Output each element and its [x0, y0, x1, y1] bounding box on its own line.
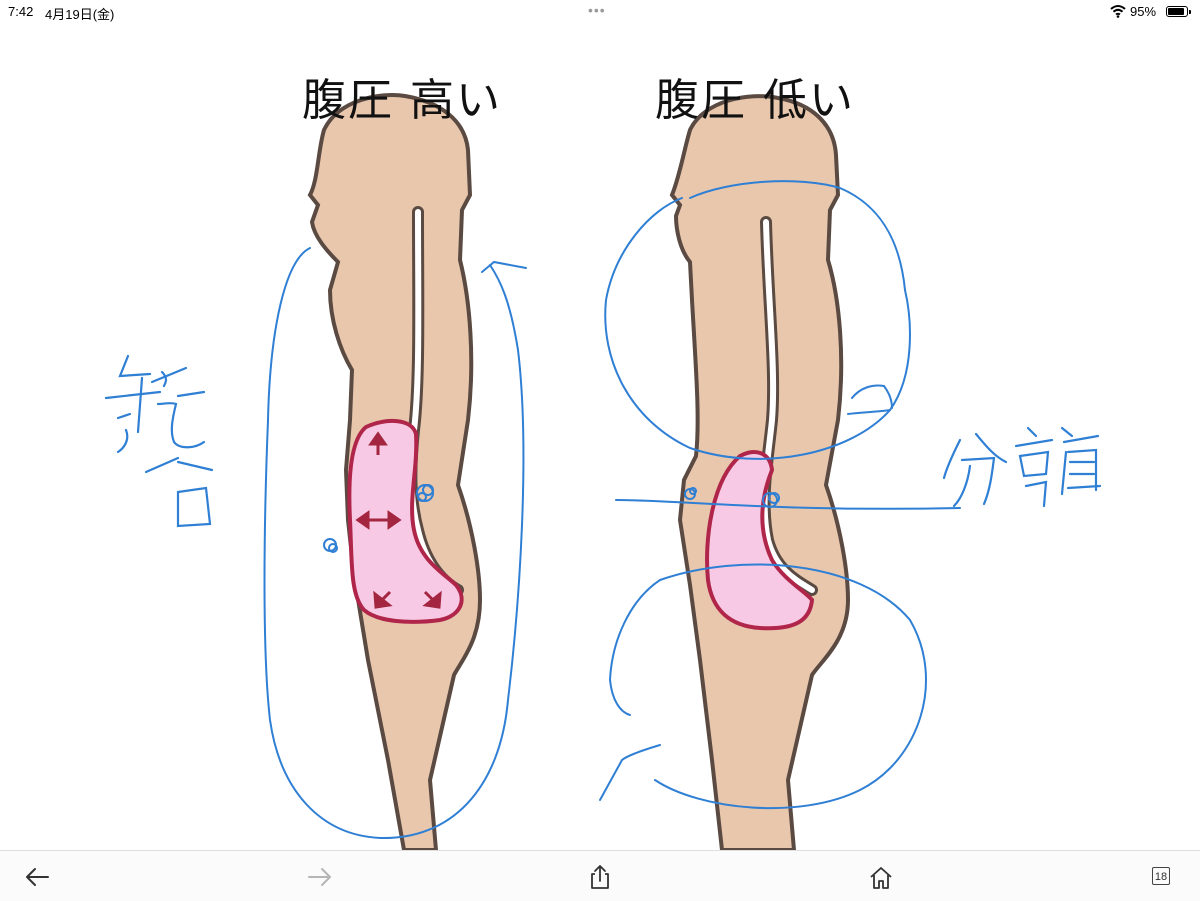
wifi-icon — [1110, 5, 1126, 18]
back-button[interactable] — [22, 863, 52, 891]
status-bar: 7:42 4月19日(金) ••• 95% — [0, 0, 1200, 24]
pressure-arrows-icon — [355, 431, 442, 609]
body-figure-high-pressure — [307, 93, 483, 850]
battery-level-fill — [1168, 8, 1185, 15]
handwriting-bunri — [942, 426, 1102, 508]
ink-arrow-left — [481, 260, 527, 273]
browser-toolbar: 18 — [0, 850, 1200, 901]
status-date: 4月19日(金) — [45, 7, 115, 22]
ink-arrow-lower — [599, 744, 661, 801]
page-count-badge: 18 — [1152, 867, 1170, 885]
arrow-left-icon — [26, 868, 49, 886]
ink-circle-left — [263, 247, 525, 840]
battery-percent: 95% — [1130, 4, 1157, 19]
share-button[interactable] — [585, 863, 615, 891]
handwriting-togo — [104, 354, 214, 528]
home-icon — [870, 867, 892, 889]
ink-separation-line — [615, 499, 961, 510]
forward-button[interactable] — [305, 863, 335, 891]
document-page: 腹圧 高い 腹圧 低い — [0, 24, 1200, 850]
status-time: 7:42 — [8, 4, 34, 19]
multitasking-dots-icon[interactable]: ••• — [588, 2, 606, 18]
home-button[interactable] — [866, 863, 896, 891]
illustration-canvas — [104, 93, 1102, 850]
arrow-right-icon — [308, 868, 331, 886]
ink-circle-upper-right — [604, 197, 911, 460]
share-icon — [591, 865, 609, 889]
title-low-pressure: 腹圧 低い — [655, 75, 855, 126]
ink-annotations — [263, 180, 961, 840]
title-high-pressure: 腹圧 高い — [302, 75, 502, 126]
tabs-button[interactable]: 18 — [1148, 863, 1178, 891]
ink-arrow-right-upper — [851, 384, 893, 409]
ink-circle-lower-right — [608, 579, 661, 716]
body-figure-low-pressure — [669, 94, 851, 850]
battery-icon — [1166, 6, 1191, 17]
